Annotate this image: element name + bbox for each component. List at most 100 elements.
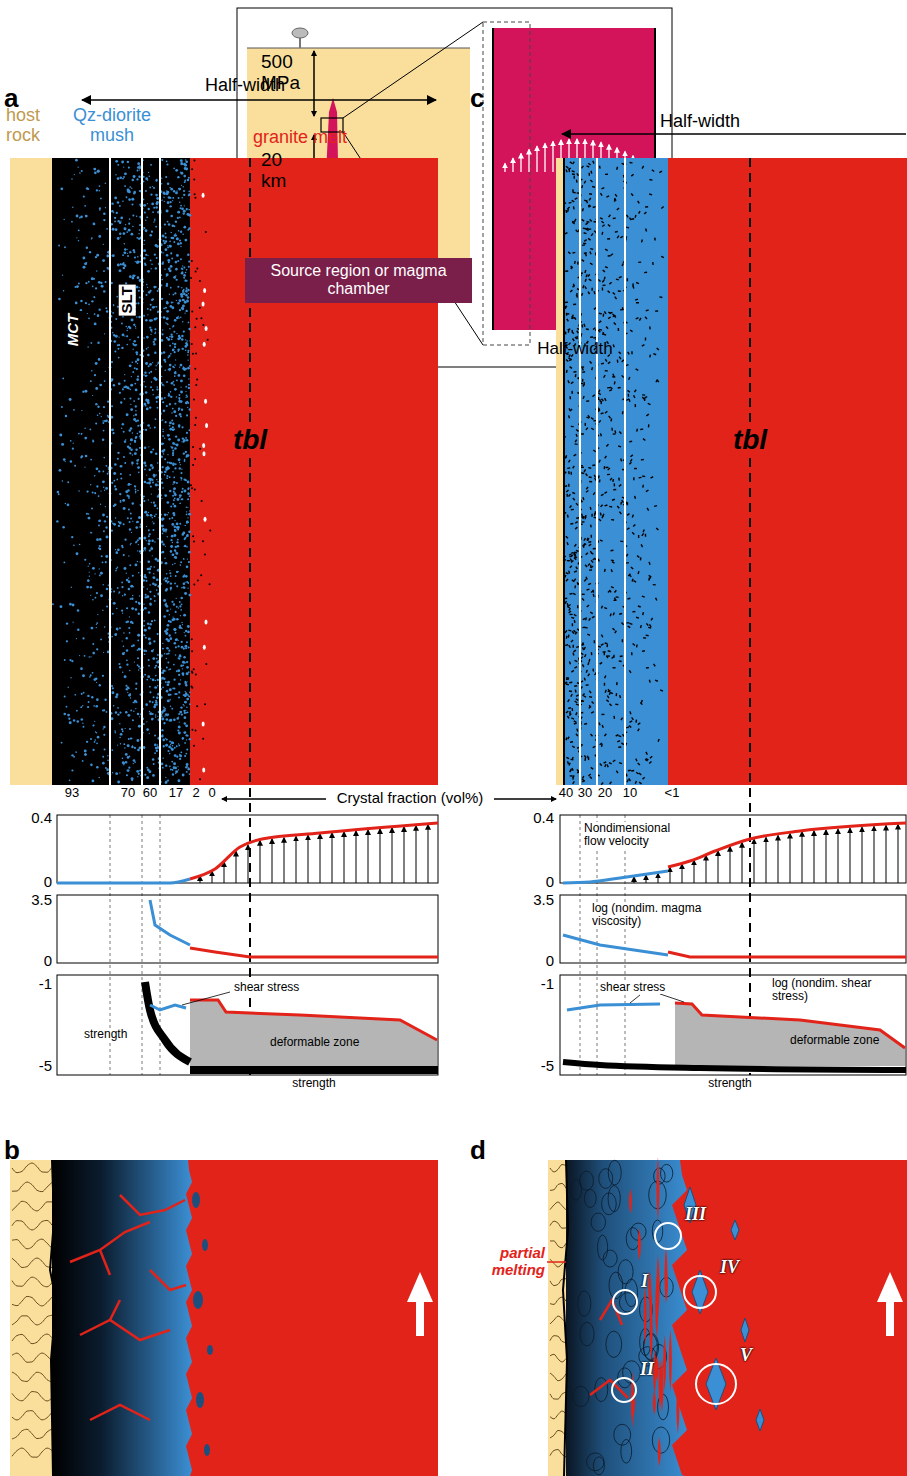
- crystal-dot: [117, 237, 120, 240]
- crystal-dot: [78, 240, 80, 242]
- crystal-dot: [66, 640, 68, 642]
- crystal-dot: [156, 401, 158, 403]
- crystal-dot: [166, 609, 169, 612]
- crystal-dot: [154, 595, 156, 597]
- crystal-dot: [103, 728, 104, 729]
- crystal-dot: [91, 300, 93, 302]
- crystal-dot: [123, 645, 125, 647]
- crystal-dot: [188, 227, 190, 229]
- crystal-dot: [175, 638, 177, 640]
- crystal-dot: [186, 401, 188, 403]
- crystal-dot: [165, 681, 166, 682]
- crystal-dot: [113, 384, 115, 386]
- crystal-dot: [118, 525, 120, 527]
- crystal-dot: [174, 628, 177, 631]
- crystal-dot: [180, 464, 181, 465]
- crystal-dot: [151, 467, 153, 469]
- crystal-dot: [174, 364, 176, 366]
- crystal-dot: [102, 420, 104, 422]
- crystal-dot: [99, 185, 101, 187]
- crystal-dot: [125, 326, 127, 328]
- crystal-dot: [179, 202, 180, 203]
- crystal-dot: [171, 382, 174, 385]
- crystal-dot: [170, 265, 173, 268]
- crystal-dot: [100, 490, 101, 491]
- crystal-dot: [116, 479, 118, 481]
- crystal-dot: [166, 254, 169, 257]
- crystal-dot: [169, 719, 172, 722]
- crystal-dot: [99, 575, 101, 577]
- crystal-dot: [168, 634, 170, 636]
- crystal-dot: [163, 722, 165, 724]
- crystal-dot: [123, 456, 125, 458]
- crystal-dot: [165, 777, 166, 778]
- crystal-dot: [124, 264, 127, 267]
- crystal-dot: [132, 454, 133, 455]
- crystal-dot: [127, 692, 128, 693]
- crystal-dot: [174, 642, 177, 645]
- crystal-dot: [123, 386, 125, 388]
- crystal-dot: [153, 566, 155, 568]
- crystal-dot: [146, 776, 149, 779]
- crystal-dot: [161, 178, 162, 179]
- crystal-dot: [154, 328, 156, 330]
- crystal-dot: [138, 602, 141, 605]
- crystal-dot: [173, 664, 175, 666]
- crystal-dot: [166, 477, 168, 479]
- crystal-dot: [184, 592, 187, 595]
- crystal-dot: [150, 678, 151, 679]
- crystal-dot: [147, 270, 150, 273]
- crystal-dot: [179, 494, 182, 497]
- crystal-dot: [144, 774, 146, 776]
- crystal-dot: [189, 738, 191, 740]
- crystal-dot: [166, 718, 168, 720]
- crystal-dot: [152, 306, 155, 309]
- flow-arrow: [544, 143, 545, 172]
- crystal-dot: [76, 720, 79, 723]
- crystal-dot: [99, 568, 100, 569]
- crystal-dot: [180, 205, 182, 207]
- crystal-dot: [181, 469, 182, 470]
- crystal-dot: [155, 665, 157, 667]
- crystal-dot: [150, 486, 152, 488]
- crystal-dot: [116, 296, 118, 298]
- crystal-dot: [164, 223, 166, 225]
- crystal-dot: [126, 607, 128, 609]
- crystal-dot: [130, 404, 131, 405]
- crystal-dot: [173, 762, 176, 765]
- crystal-dot: [122, 613, 123, 614]
- crystal-dot: [163, 351, 165, 353]
- crystal-dot: [183, 532, 185, 534]
- crystal-dot: [148, 659, 150, 661]
- crystal-dot: [57, 491, 60, 494]
- crystal-dot: [179, 367, 180, 368]
- crystal-dot: [163, 746, 165, 748]
- crystal-dot: [165, 764, 167, 766]
- crystal-dot: [145, 375, 147, 377]
- crystal-dot: [116, 693, 119, 696]
- crystal-dot: [92, 652, 95, 655]
- crystal-dot: [124, 248, 127, 251]
- crystal-dot: [157, 633, 159, 635]
- crystal-dot: [179, 654, 181, 656]
- crystal-dot: [98, 358, 101, 361]
- crystal-dot: [124, 228, 126, 230]
- crystal-dot: [169, 570, 170, 571]
- crystal-dot: [181, 713, 183, 715]
- crystal-dot: [112, 613, 114, 615]
- crystal-dot: [127, 255, 129, 257]
- crystal-dot: [106, 310, 108, 312]
- crystal-dot: [146, 513, 148, 515]
- crystal-dot: [87, 695, 89, 697]
- crystal-dot: [179, 462, 180, 463]
- crystal-dot: [162, 518, 165, 521]
- crystal-dot: [150, 194, 152, 196]
- crystal-dot: [181, 479, 182, 480]
- crystal-dot: [69, 398, 72, 401]
- crystal-dot: [94, 171, 97, 174]
- crystal-dot: [74, 174, 75, 175]
- crystal-dot: [181, 426, 183, 428]
- crystal-dot: [143, 746, 145, 748]
- crystal-dot: [174, 529, 177, 532]
- crystal-dot: [147, 675, 150, 678]
